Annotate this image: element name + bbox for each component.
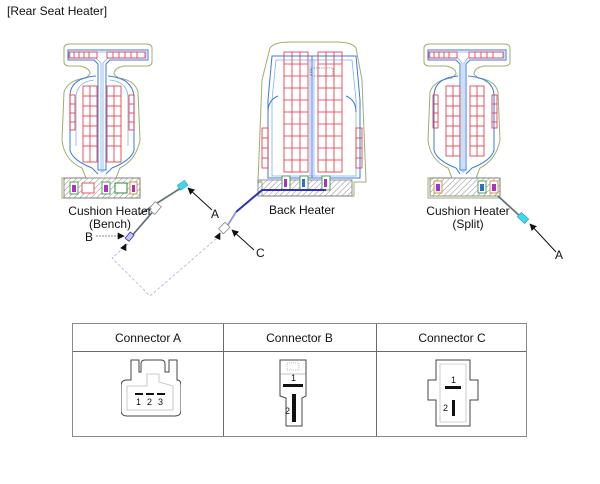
table-header-divider	[73, 351, 526, 352]
back-heater-label: Back Heater	[268, 203, 336, 217]
connector-c-pin-1: 1	[451, 375, 457, 385]
callout-b2-arrow	[120, 243, 127, 252]
table-column-divider-1	[223, 324, 224, 436]
connector-a-pin-3: 3	[158, 397, 164, 407]
header-connector-c: Connector C	[418, 330, 486, 345]
connector-a-pin-2: 2	[147, 397, 153, 407]
callout-b: B	[85, 230, 94, 244]
diagram-title: [Rear Seat Heater]	[7, 4, 108, 18]
header-connector-b: Connector B	[266, 330, 333, 345]
cushion-heater-split-label-line1: Cushion Heater	[426, 204, 510, 218]
cushion-heater-bench-label: Cushion Heater (Bench)	[60, 205, 160, 231]
callout-a-split-arrow	[529, 223, 557, 253]
back-heater	[218, 41, 367, 235]
callout-c2-arrow	[214, 232, 221, 241]
connector-a-diagram: 1 2 3	[121, 358, 181, 428]
callout-a-bench-arrow	[187, 187, 213, 211]
cushion-heater-split-label-line2: (Split)	[452, 217, 484, 231]
connector-b-diagram: 1 2	[278, 358, 312, 430]
connector-c-diagram: 1 2	[426, 356, 480, 430]
connector-b-pin-1: 1	[291, 373, 297, 383]
connector-c-pin-2: 2	[443, 403, 449, 413]
cushion-heater-bench-label-line2: (Bench)	[88, 217, 132, 231]
connector-a-pin-1: 1	[136, 397, 142, 407]
table-column-divider-2	[376, 324, 377, 436]
connector-table: Connector A Connector B Connector C 1 2 …	[72, 323, 527, 437]
connector-b-pin-2: 2	[285, 406, 291, 416]
cushion-heater-bench-label-line1: Cushion Heater	[68, 204, 152, 218]
callout-c-arrow	[231, 229, 255, 251]
callout-a-split: A	[555, 248, 564, 262]
callout-c: C	[256, 246, 265, 260]
callout-a-bench: A	[211, 207, 220, 221]
cushion-heater-bench	[61, 43, 225, 297]
header-connector-a: Connector A	[114, 330, 182, 345]
cushion-heater-split	[423, 43, 530, 224]
cushion-heater-split-label: Cushion Heater (Split)	[418, 205, 518, 231]
